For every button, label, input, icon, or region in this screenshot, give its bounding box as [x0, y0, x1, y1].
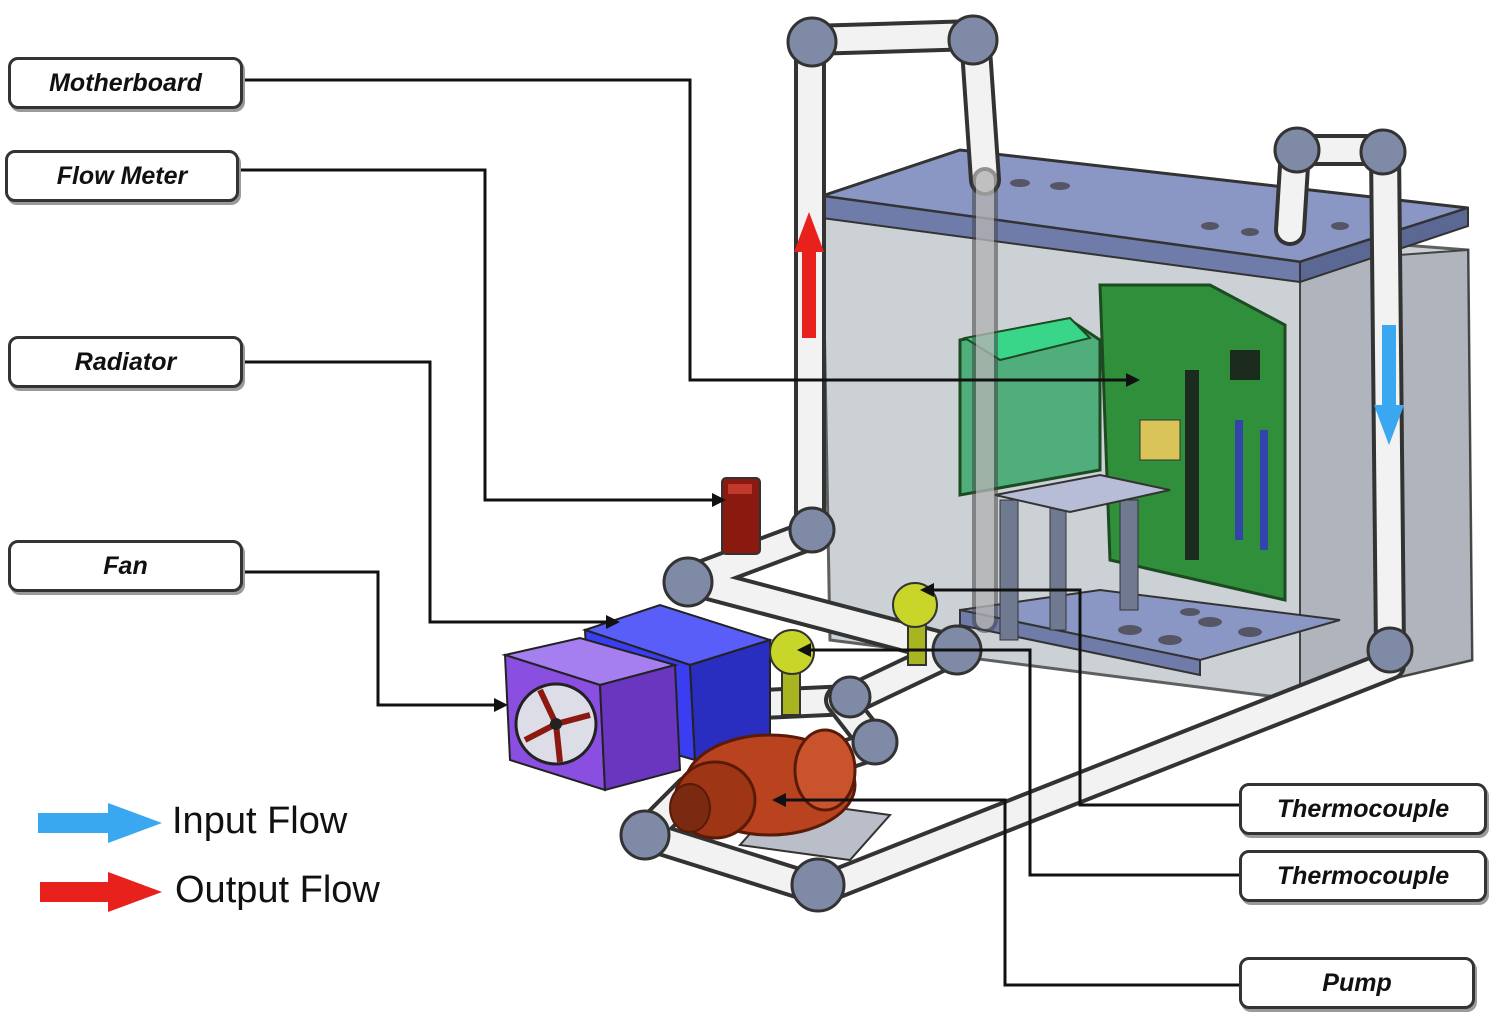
callout-arrowheads — [494, 373, 1140, 807]
label-flow-meter: Flow Meter — [5, 150, 239, 202]
label-thermocouple-2-text: Thermocouple — [1276, 861, 1450, 890]
label-pump-text: Pump — [1322, 968, 1392, 997]
flow-meter-unit — [721, 477, 761, 555]
label-fan-text: Fan — [103, 551, 148, 580]
legend-output-arrow-icon — [40, 872, 162, 912]
label-flow-meter-text: Flow Meter — [56, 161, 188, 190]
input-flow-arrow-on-pipe — [1374, 325, 1404, 445]
support-posts — [994, 473, 1171, 641]
label-radiator-text: Radiator — [74, 347, 177, 376]
label-thermocouple-1: Thermocouple — [1239, 783, 1487, 835]
label-motherboard-text: Motherboard — [49, 68, 202, 97]
label-thermocouple-2: Thermocouple — [1239, 850, 1487, 902]
legend-input-arrow-icon — [38, 803, 162, 843]
label-thermocouple-1-text: Thermocouple — [1276, 794, 1450, 823]
callout-connectors — [238, 78, 1240, 987]
label-radiator: Radiator — [8, 336, 243, 388]
label-fan: Fan — [8, 540, 243, 592]
legend-input-flow: Input Flow — [172, 800, 348, 842]
output-flow-arrow-on-pipe — [794, 212, 824, 338]
label-motherboard: Motherboard — [8, 57, 243, 109]
label-pump: Pump — [1239, 957, 1475, 1009]
pipe-elbows — [619, 14, 1414, 913]
legend-output-flow: Output Flow — [175, 869, 380, 911]
fan-unit — [501, 636, 682, 792]
pump-unit — [669, 728, 892, 862]
motherboard-board — [1098, 283, 1287, 602]
